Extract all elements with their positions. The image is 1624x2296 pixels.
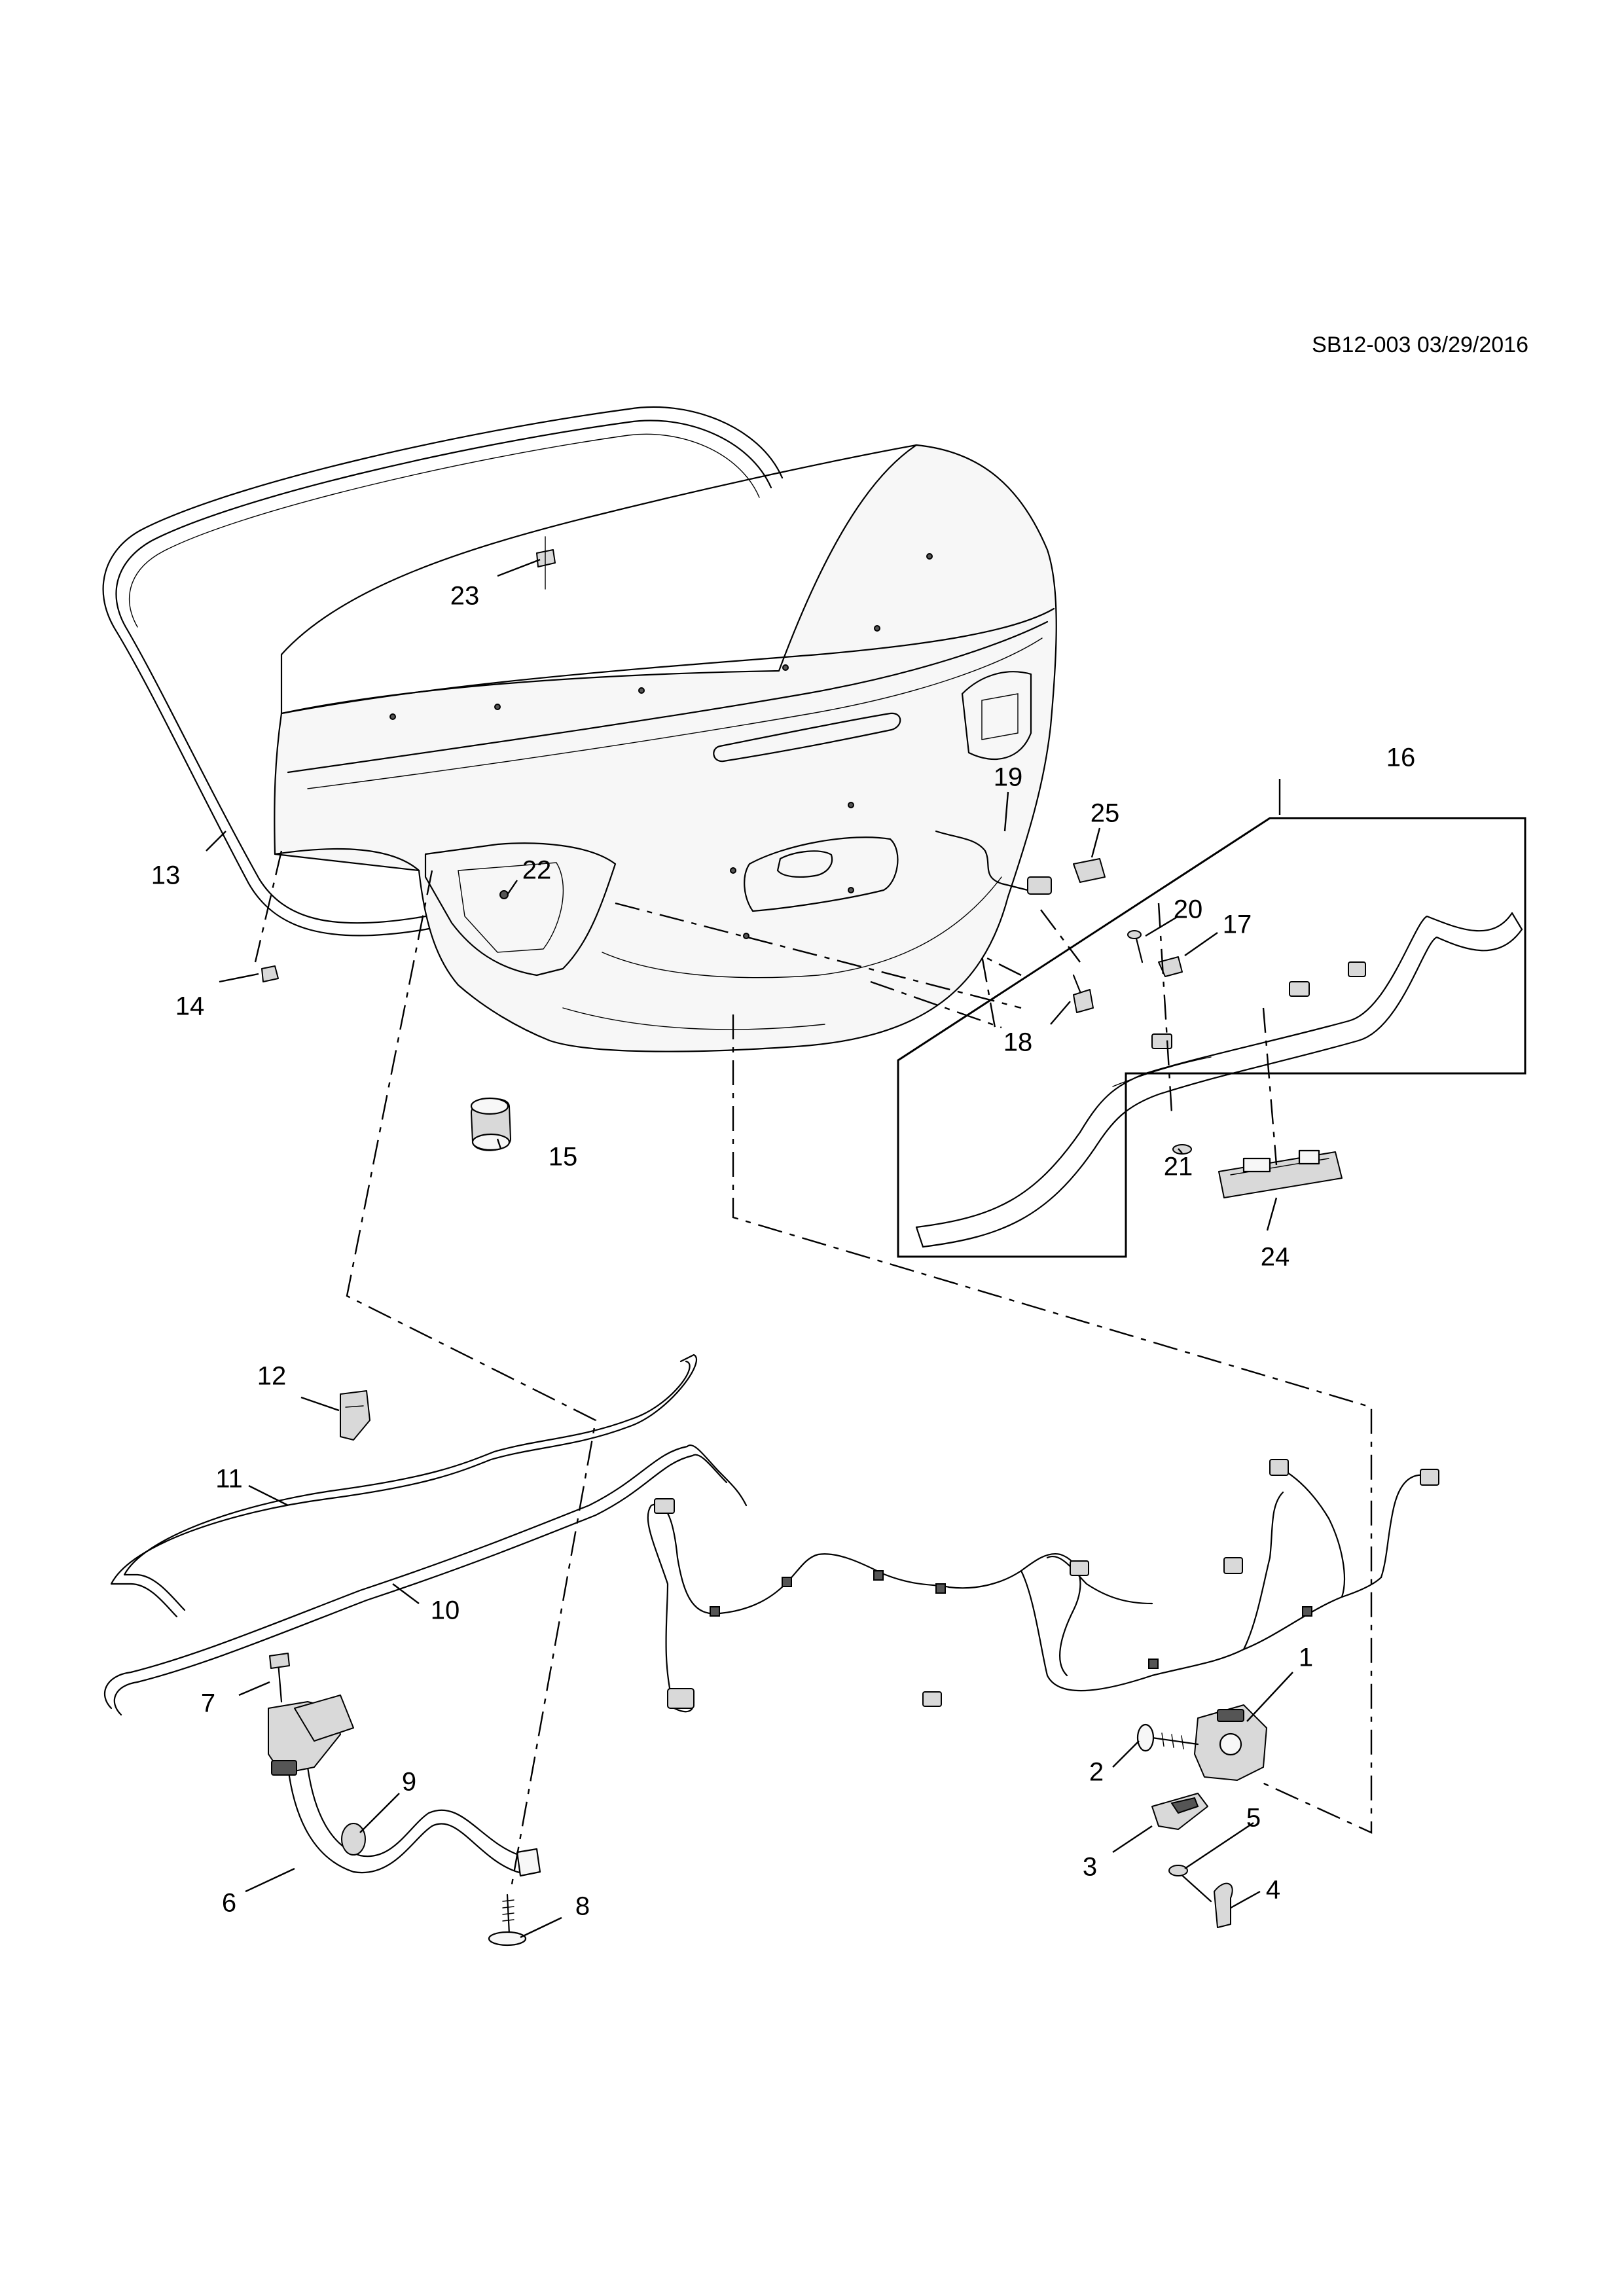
callout-15: 15	[549, 1143, 578, 1172]
callout-17: 17	[1223, 910, 1252, 939]
harness-19	[935, 830, 1052, 895]
callout-4: 4	[1266, 1876, 1280, 1905]
nut-22	[499, 890, 509, 899]
diagram-reference: SB12-003 03/29/2016	[1312, 332, 1528, 357]
spoiler-box-16	[897, 817, 1526, 1258]
clip-12	[340, 1390, 370, 1441]
deck-lid	[274, 444, 1057, 1052]
callout-5: 5	[1246, 1804, 1261, 1833]
callout-7: 7	[201, 1689, 215, 1718]
callout-24: 24	[1261, 1243, 1290, 1272]
callout-16: 16	[1386, 744, 1416, 772]
stop-15	[470, 1097, 511, 1151]
callout-11: 11	[215, 1465, 243, 1494]
callout-labels: 1 2 3 4 5 6 7 8 9 10 11 12 13 14 15 16 1…	[151, 582, 1416, 1921]
pad-4	[1214, 1882, 1233, 1928]
release-cable-10	[103, 1444, 748, 1716]
callout-12: 12	[257, 1362, 287, 1391]
callout-2: 2	[1089, 1758, 1104, 1787]
screw-20	[1127, 930, 1144, 963]
fastener-5	[1168, 1865, 1212, 1903]
callout-22: 22	[522, 856, 552, 885]
lamp-24	[1218, 1149, 1343, 1198]
dash-leaders	[254, 850, 1373, 1892]
wiring-harness	[647, 1459, 1439, 1713]
bolt-7	[269, 1653, 290, 1703]
callout-8: 8	[575, 1892, 590, 1921]
spoiler-17	[915, 912, 1523, 1248]
callout-3: 3	[1083, 1853, 1097, 1882]
callout-13: 13	[151, 861, 181, 890]
callout-19: 19	[994, 763, 1023, 792]
clip-23	[536, 536, 556, 590]
callout-6: 6	[222, 1889, 236, 1918]
release-cable-11	[110, 1354, 697, 1618]
stud-8	[488, 1893, 527, 1946]
callout-21: 21	[1164, 1153, 1193, 1181]
callout-10: 10	[431, 1596, 460, 1625]
connector-25	[1073, 858, 1106, 883]
callout-25: 25	[1091, 799, 1120, 828]
bumper-14	[261, 965, 279, 982]
weatherstrip-13	[102, 406, 784, 937]
bolt-2	[1136, 1723, 1199, 1752]
switch-3	[1151, 1793, 1208, 1830]
latch-1	[1194, 1704, 1267, 1781]
callout-leaders	[206, 558, 1293, 1939]
callout-14: 14	[175, 992, 205, 1021]
callout-18: 18	[1003, 1028, 1033, 1057]
nut-18	[1072, 974, 1094, 1013]
callout-23: 23	[450, 582, 480, 611]
callout-20: 20	[1174, 895, 1203, 924]
release-handle-6	[268, 1695, 541, 1877]
callout-1: 1	[1299, 1643, 1313, 1672]
callout-9: 9	[402, 1768, 416, 1797]
bumper-9	[341, 1823, 366, 1856]
grommet-21	[1172, 1144, 1192, 1155]
